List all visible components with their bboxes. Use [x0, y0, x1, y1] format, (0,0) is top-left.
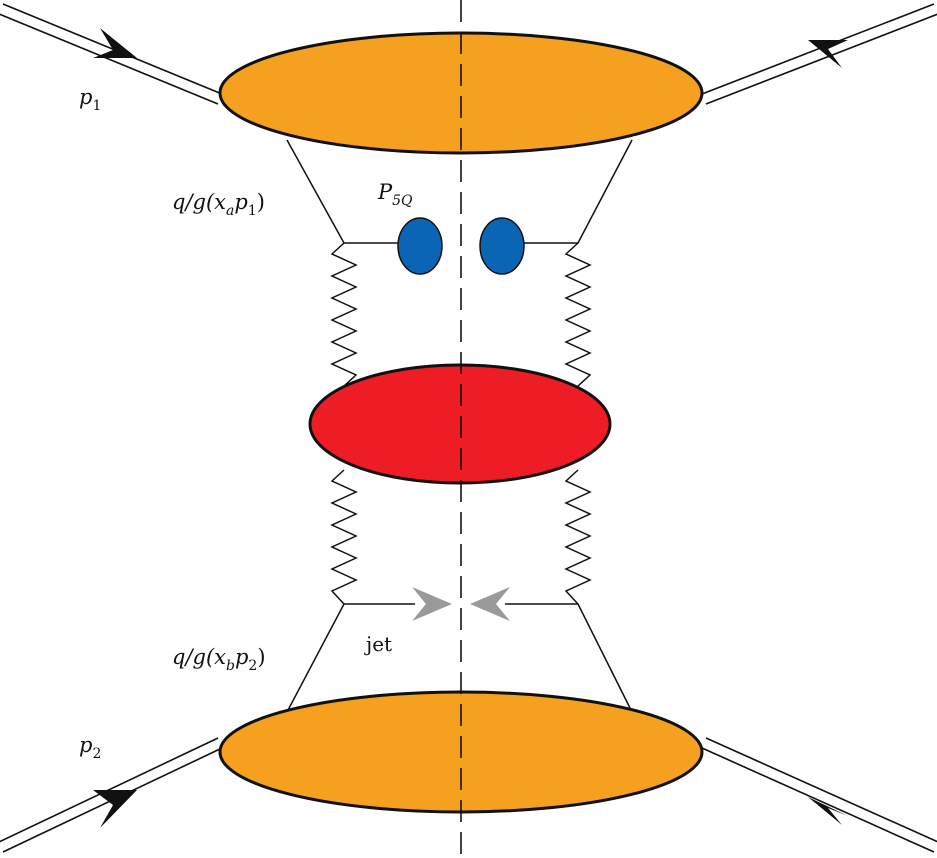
zigzag-left-bottom — [330, 469, 358, 605]
label-jet: jet — [364, 632, 392, 656]
pentaquark-right-icon — [479, 217, 525, 275]
double-line-arrow-icon — [93, 28, 137, 58]
label-qg-b: q/g(xbp2) — [172, 645, 266, 674]
pentaquark-left-icon — [397, 217, 443, 275]
label-p2: p2 — [79, 733, 101, 762]
label-p5q: P5Q — [377, 180, 413, 209]
label-p1: p1 — [79, 85, 101, 114]
beam-arrows — [93, 28, 848, 828]
zigzag-right-top — [564, 242, 592, 387]
beam-top-right — [701, 3, 937, 105]
jet-arrow-left-icon — [412, 587, 452, 621]
label-qg-a: q/g(xap1) — [172, 190, 265, 219]
beam-bottom-right — [701, 737, 937, 853]
zigzag-right-bottom — [564, 469, 592, 605]
double-line-arrow-icon — [93, 790, 137, 828]
zigzag-left-top — [330, 242, 358, 387]
double-line-arrow-icon — [808, 797, 848, 825]
zigzag-lines — [330, 242, 592, 605]
double-line-arrow-icon — [808, 40, 848, 68]
jet-arrow-right-icon — [470, 587, 510, 621]
hard-scattering-blob — [308, 363, 612, 485]
